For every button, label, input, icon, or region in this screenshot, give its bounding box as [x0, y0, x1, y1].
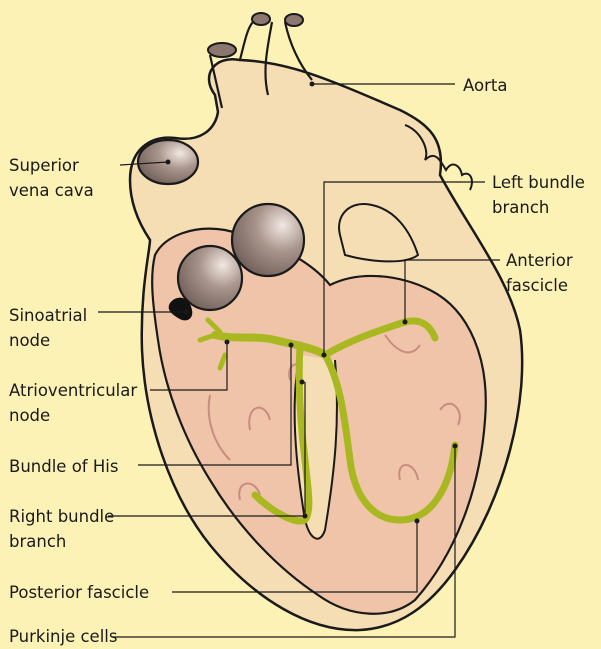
label-aorta: Aorta [463, 73, 507, 98]
vessel-opening [252, 13, 270, 25]
label-bundle-of-his: Bundle of His [9, 454, 118, 479]
right-atrium-opening [178, 246, 242, 310]
label-purkinje-cells: Purkinje cells [9, 624, 117, 649]
left-atrium-opening [232, 204, 304, 276]
vessel-opening [208, 43, 236, 57]
label-posterior-fascicle: Posterior fascicle [9, 580, 149, 605]
vessel-opening [285, 14, 303, 26]
